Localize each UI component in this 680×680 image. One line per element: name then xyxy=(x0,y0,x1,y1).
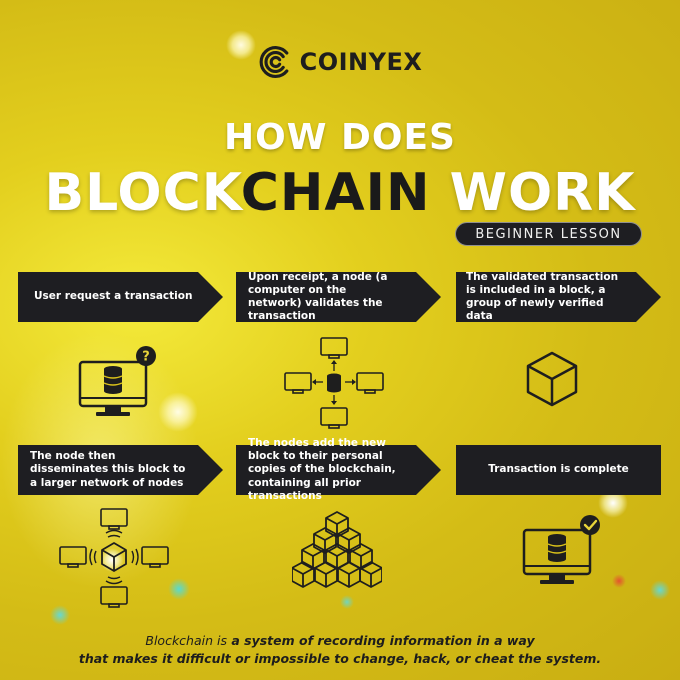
node-network-icon xyxy=(284,337,384,429)
computer-database-question-icon: ? xyxy=(78,346,156,416)
step-2-text: Upon receipt, a node (a computer on the … xyxy=(248,270,388,323)
cube-stack-icon xyxy=(292,511,382,588)
step-2-banner: Upon receipt, a node (a computer on the … xyxy=(236,270,441,323)
computer-database-check-icon xyxy=(522,515,600,584)
step-4-banner: The node then disseminates this block to… xyxy=(18,445,223,495)
caption-line2: that makes it difficult or impossible to… xyxy=(0,650,680,668)
svg-text:?: ? xyxy=(142,350,150,365)
caption-emphasis-1: a system of recording information in a w… xyxy=(227,633,535,648)
beginner-lesson-badge: BEGINNER LESSON xyxy=(455,222,642,246)
cube-icon xyxy=(526,351,578,407)
page-title-line1: HOW DOES xyxy=(224,117,456,158)
glow-red xyxy=(612,574,626,588)
block-broadcast-icon xyxy=(59,508,169,608)
caption-lead: Blockchain is xyxy=(145,633,227,648)
step-1-text: User request a transaction xyxy=(34,290,193,303)
title-word-block: BLOCK xyxy=(44,163,241,223)
blockchain-definition: Blockchain is a system of recording info… xyxy=(0,632,680,668)
step-5-banner: The nodes add the new block to their per… xyxy=(236,437,441,502)
glow-light xyxy=(158,392,198,432)
page-title-line2: BLOCKCHAIN WORK xyxy=(0,163,680,223)
coinyex-logo-icon xyxy=(259,46,288,78)
brand-logo: COINYEX xyxy=(0,44,680,80)
glow-cyan xyxy=(650,580,670,600)
step-6-banner: Transaction is complete xyxy=(456,445,661,495)
title-word-chain: CHAIN xyxy=(240,163,431,223)
glow-cyan xyxy=(340,595,354,609)
brand-name: COINYEX xyxy=(299,48,423,76)
step-5-text: The nodes add the new block to their per… xyxy=(248,437,396,502)
step-4-text: The node then disseminates this block to… xyxy=(30,450,186,489)
caption-line1: Blockchain is a system of recording info… xyxy=(0,632,680,650)
step-6-text: Transaction is complete xyxy=(488,463,629,476)
step-3-text: The validated transaction is included in… xyxy=(466,270,619,323)
glow-cyan xyxy=(168,578,190,600)
step-1-banner: User request a transaction xyxy=(18,272,223,322)
step-3-banner: The validated transaction is included in… xyxy=(456,270,661,323)
title-word-work: WORK xyxy=(430,163,636,223)
caption-emphasis-2: that makes it difficult or impossible to… xyxy=(78,651,602,667)
